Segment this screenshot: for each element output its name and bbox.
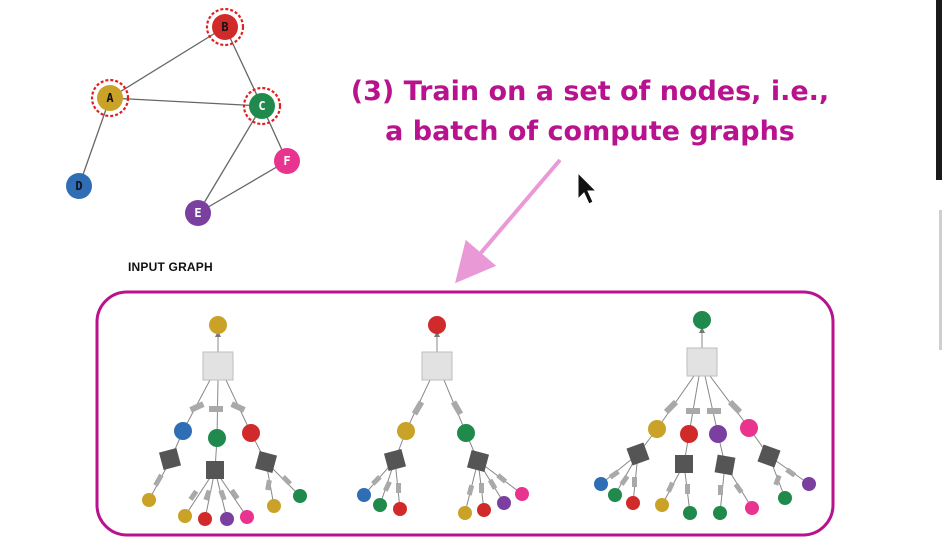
node-a: A [97,85,123,111]
node-f-label: F [283,154,290,168]
cg-a-layer-box [254,450,278,474]
cg-c-layer-box [675,455,693,473]
cg-a-layer-box [158,447,182,471]
cg-a-root [209,316,227,334]
cg-c-layer-box [757,444,781,468]
compute-graph-a [142,316,307,526]
node-a-label: A [106,91,114,105]
input-graph: B A C D E F [66,7,300,226]
edge-c-e [197,105,263,214]
compute-graph-c [594,311,816,520]
edge-a-c [109,97,263,107]
node-b-label: B [221,20,228,34]
highlight-ring-b [205,7,245,47]
highlight-ring-c [242,86,282,126]
input-graph-label: INPUT GRAPH [128,260,213,274]
input-graph-edges [78,26,288,214]
window-edge [936,0,942,180]
node-d: D [66,173,92,199]
caption-line-2: a batch of compute graphs [385,116,795,147]
batch-container [95,290,835,537]
node-e: E [185,200,211,226]
node-c: C [249,93,275,119]
cg-b-aggregator [421,351,453,381]
batch-arrow [455,158,562,284]
node-f: F [274,148,300,174]
node-e-label: E [194,206,201,220]
cg-c-layer-box [626,442,650,466]
caption: (3) Train on a set of nodes, i.e., a bat… [330,72,850,152]
compute-graph-b [357,316,529,520]
cg-b-layer-box [466,449,490,473]
window-edge-shadow [939,210,942,350]
cg-b-root [428,316,446,334]
cg-b-layer-box [383,448,407,472]
edge-b-c [224,26,263,107]
cg-a-layer-box [206,461,224,479]
edge-e-f [197,160,288,214]
mouse-cursor-icon [577,171,598,205]
edge-a-d [78,97,111,187]
caption-line-1: (3) Train on a set of nodes, i.e., [350,76,830,107]
cg-a-aggregator [202,351,234,381]
node-d-label: D [75,179,82,193]
cg-c-layer-box [714,454,736,476]
node-b: B [212,14,238,40]
highlight-ring-a [90,78,130,118]
cg-c-aggregator [686,347,718,377]
cg-c-root [693,311,711,329]
node-c-label: C [258,99,265,113]
edge-a-b [109,26,226,99]
